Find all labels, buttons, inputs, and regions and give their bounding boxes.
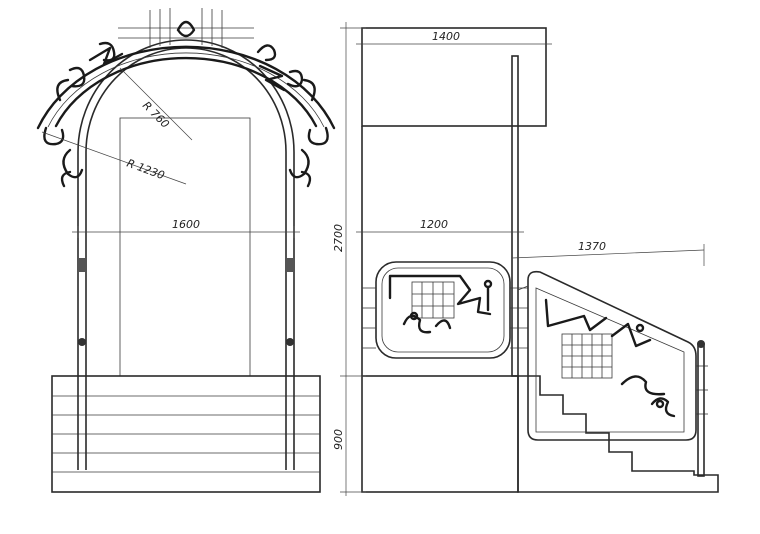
door-panel <box>119 117 251 377</box>
front-steps <box>51 375 321 493</box>
canopy-block <box>361 27 547 127</box>
arch-canopy-ornament <box>36 8 336 188</box>
stair-railing-label: 1370 <box>578 240 606 253</box>
post-knob-right <box>286 338 294 346</box>
radius-outer-label: R 1230 <box>125 157 166 183</box>
height-total-label: 2700 <box>332 224 345 252</box>
dim-stair-railing: 1370 <box>511 240 705 266</box>
height-base-label: 900 <box>332 429 345 450</box>
arch-posts <box>77 39 295 470</box>
base-block <box>361 375 519 493</box>
dim-canopy-width: 1400 <box>356 30 552 45</box>
stair-steps <box>517 375 719 493</box>
front-elevation: R 760 R 1230 1600 <box>36 8 336 493</box>
canopy-width-label: 1400 <box>432 30 460 43</box>
landing-railing-label: 1200 <box>420 218 448 231</box>
stair-railing <box>517 270 708 477</box>
arch-width-label: 1600 <box>172 218 200 231</box>
side-elevation: 1400 1200 1370 2700 900 <box>332 22 719 496</box>
landing-railing <box>362 261 528 359</box>
post-knob-left <box>78 338 86 346</box>
dim-landing-railing: 1200 <box>356 218 524 233</box>
dim-arch-width: 1600 <box>72 218 300 238</box>
dim-vertical: 2700 900 <box>332 22 366 496</box>
